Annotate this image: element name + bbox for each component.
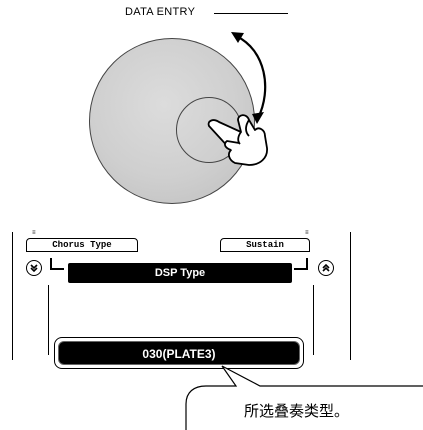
data-entry-label: DATA ENTRY (125, 6, 196, 18)
chorus-type-button[interactable]: Chorus Type (26, 238, 138, 252)
callout-text: 所选叠奏类型。 (244, 402, 350, 420)
callout-bubble (185, 365, 423, 430)
double-chevron-up-glyph (322, 263, 330, 272)
display-panel-right-edge (350, 232, 351, 360)
dsp-type-header: DSP Type (68, 263, 292, 283)
data-entry-leader-line (214, 13, 288, 14)
left-bracket (50, 258, 64, 270)
hand-icon (207, 114, 268, 166)
lcd-inner-right-edge (313, 285, 314, 355)
right-bracket (294, 258, 308, 270)
value-bar-outline (54, 337, 304, 369)
sustain-tick-mark: ≡ (305, 229, 309, 236)
double-chevron-down-glyph (30, 264, 38, 273)
rotate-arrow-icon (231, 32, 267, 124)
double-chevron-up-icon[interactable] (318, 260, 334, 276)
sustain-button[interactable]: Sustain (220, 238, 310, 252)
double-chevron-down-icon[interactable] (26, 260, 42, 276)
dsp-type-value: 030(PLATE3) (58, 341, 300, 365)
lcd-inner-left-edge (48, 285, 49, 355)
chorus-tick-mark: ≡ (32, 229, 36, 236)
display-panel-left-edge (12, 232, 13, 360)
